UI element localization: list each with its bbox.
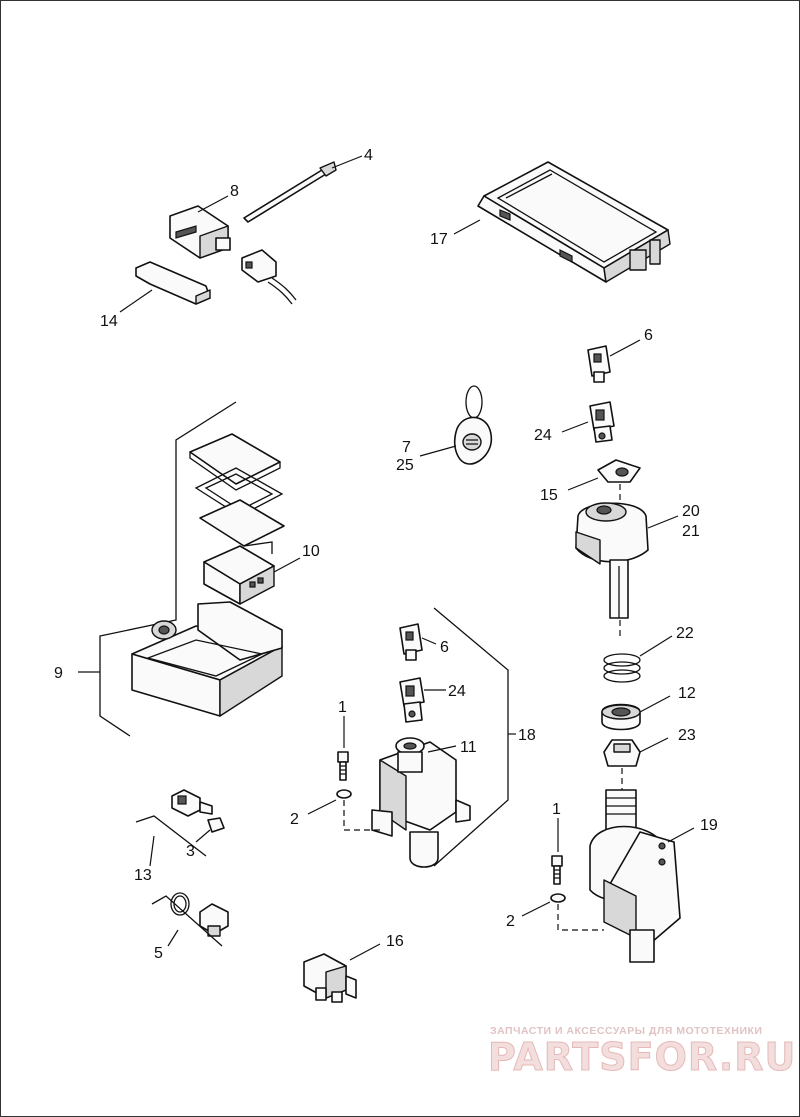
part-13-sensor: [171, 789, 213, 817]
part-22-springs: [603, 620, 673, 683]
callout-9: 9: [54, 665, 63, 682]
callout-labels: 4 8 17 14 6 24 7 25 15 20 21 10 22 6 9 2…: [54, 147, 718, 962]
callout-19: 19: [700, 817, 718, 834]
part-16-sensor: [303, 943, 381, 1003]
watermark-subtitle: ЗАПЧАСТИ И АКСЕССУАРЫ ДЛЯ МОТОТЕХНИКИ: [490, 1025, 762, 1037]
callout-13: 13: [134, 867, 152, 884]
callout-11: 11: [460, 739, 477, 756]
group-13-bracket: [135, 815, 207, 867]
callout-21: 21: [682, 523, 700, 540]
callout-3: 3: [186, 843, 195, 860]
part-8-connector: [169, 195, 231, 259]
part-1-bolt-left: [337, 716, 349, 781]
callout-1-upper: 1: [338, 699, 347, 716]
callout-24-lower: 24: [448, 683, 466, 700]
part-24-key-lower: [399, 677, 446, 723]
part-15-plate: [567, 459, 641, 491]
watermark: ЗАПЧАСТИ И АКСЕССУАРЫ ДЛЯ МОТОТЕХНИКИ PA…: [488, 1025, 796, 1080]
part-11-fork-lock: [371, 737, 471, 868]
part-23-actuator: [603, 737, 669, 767]
group-9-bracket: [78, 401, 237, 737]
wire-connector: [241, 249, 297, 305]
callout-16: 16: [386, 933, 404, 950]
callout-24-upper: 24: [534, 427, 552, 444]
part-6-key-lower: [399, 623, 437, 661]
part-4-cable-tie: [243, 155, 363, 223]
part-20-switch-head: [575, 484, 679, 619]
part-17-module: [453, 161, 671, 283]
part-12-bushing: [601, 695, 671, 731]
part-10-module: [203, 545, 301, 605]
callout-14: 14: [100, 313, 118, 330]
part-7-key-fob: [419, 385, 493, 465]
callout-7: 7: [402, 439, 411, 456]
callout-15: 15: [540, 487, 558, 504]
part-9-lid-seal: [189, 433, 285, 554]
callout-2-lower: 2: [506, 913, 515, 930]
callout-8: 8: [230, 183, 239, 200]
part-2-washer-right: [521, 893, 604, 931]
part-19-switch-body: [589, 768, 695, 963]
part-3-terminal: [195, 817, 225, 843]
part-9-tray: [131, 601, 283, 717]
callout-18: 18: [518, 727, 536, 744]
callout-25: 25: [396, 457, 414, 474]
part-5-plug: [199, 903, 229, 937]
part-1-bolt-right: [551, 818, 563, 885]
callout-2-upper: 2: [290, 811, 299, 828]
part-2-washer-left: [307, 789, 384, 831]
callout-20: 20: [682, 503, 700, 520]
callout-6-upper: 6: [644, 327, 653, 344]
group-5-bracket: [151, 895, 223, 947]
callout-10: 10: [302, 543, 320, 560]
part-6-key-upper: [587, 339, 641, 383]
callout-4: 4: [364, 147, 373, 164]
callout-12: 12: [678, 685, 696, 702]
callout-17: 17: [430, 231, 448, 248]
callout-5: 5: [154, 945, 163, 962]
group-18-bracket: [433, 607, 516, 867]
part-24-key-upper: [561, 401, 615, 443]
callout-1-lower: 1: [552, 801, 561, 818]
watermark-logo: PARTSFOR.RU: [488, 1035, 796, 1079]
callout-23: 23: [678, 727, 696, 744]
part-5-oring: [170, 892, 190, 916]
callout-22: 22: [676, 625, 694, 642]
part-14-clip: [119, 261, 211, 313]
callout-6-lower: 6: [440, 639, 449, 656]
